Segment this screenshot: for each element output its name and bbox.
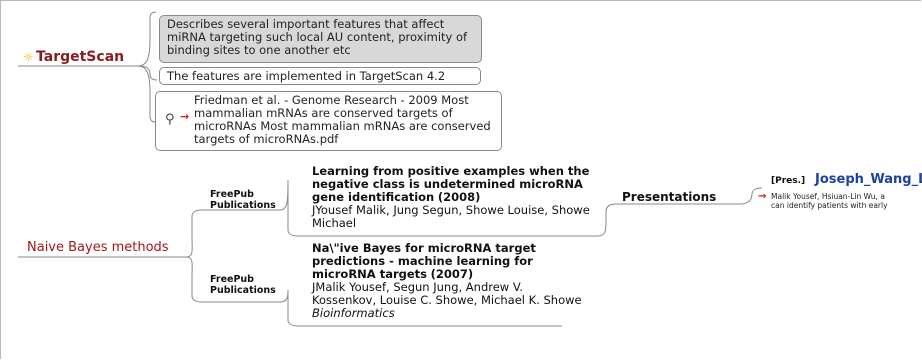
presentation-summary-line1: Malik Yousef, Hsiuan-Lin Wu, a	[771, 192, 885, 201]
freepub-group-2-label: FreePub Publications	[210, 274, 276, 296]
publication-1-authors: JYousef Malik, Jung Segun, Showe Louise,…	[312, 203, 590, 230]
publication-2-authors: JMalik Yousef, Segun Jung, Andrew V. Kos…	[312, 280, 582, 307]
note-features-text: Describes several important features tha…	[167, 17, 468, 57]
note-implemented-text: The features are implemented in TargetSc…	[167, 69, 446, 83]
publication-2-year: (2007)	[430, 267, 474, 281]
topic-targetscan-label: TargetScan	[36, 49, 125, 65]
presentation-title-link[interactable]: Joseph_Wang_L	[815, 172, 922, 187]
freepub-group-1[interactable]: FreePub Publications	[210, 189, 282, 211]
presentation-summary: Malik Yousef, Hsiuan-Lin Wu, a can ident…	[771, 192, 888, 210]
publication-item-1[interactable]: Learning from positive examples when the…	[312, 165, 592, 230]
presentations-node[interactable]: Presentations	[622, 190, 716, 204]
note-reference-text: Friedman et al. - Genome Research - 2009…	[194, 93, 491, 146]
note-features[interactable]: Describes several important features tha…	[159, 15, 482, 63]
presentation-tag: [Pres.]	[771, 176, 806, 186]
presentation-summary-line2: can identify patients with early	[771, 201, 888, 210]
note-implemented[interactable]: The features are implemented in TargetSc…	[159, 67, 481, 85]
link-arrow-icon: →	[180, 110, 190, 123]
search-icon[interactable]: ⚲	[165, 112, 175, 127]
publication-2-journal: Bioinformatics	[312, 306, 395, 320]
publication-2-title: Na\"ive Bayes for microRNA target predic…	[312, 241, 536, 281]
presentation-arrow-icon: →	[758, 191, 767, 202]
note-reference[interactable]: ⚲ → Friedman et al. - Genome Research - …	[155, 91, 502, 151]
publication-item-2[interactable]: Na\"ive Bayes for microRNA target predic…	[312, 242, 582, 320]
publication-1-title: Learning from positive examples when the…	[312, 164, 590, 204]
topic-naive-bayes-label: Naive Bayes methods	[27, 240, 169, 255]
topic-naive-bayes[interactable]: Naive Bayes methods	[27, 240, 169, 255]
topic-targetscan[interactable]: ☼TargetScan	[23, 49, 124, 65]
publication-1-year: (2008)	[437, 190, 481, 204]
presentations-label: Presentations	[622, 190, 717, 204]
freepub-group-2[interactable]: FreePub Publications	[210, 274, 282, 296]
lightbulb-icon: ☼	[23, 50, 34, 64]
freepub-group-1-label: FreePub Publications	[210, 189, 276, 211]
